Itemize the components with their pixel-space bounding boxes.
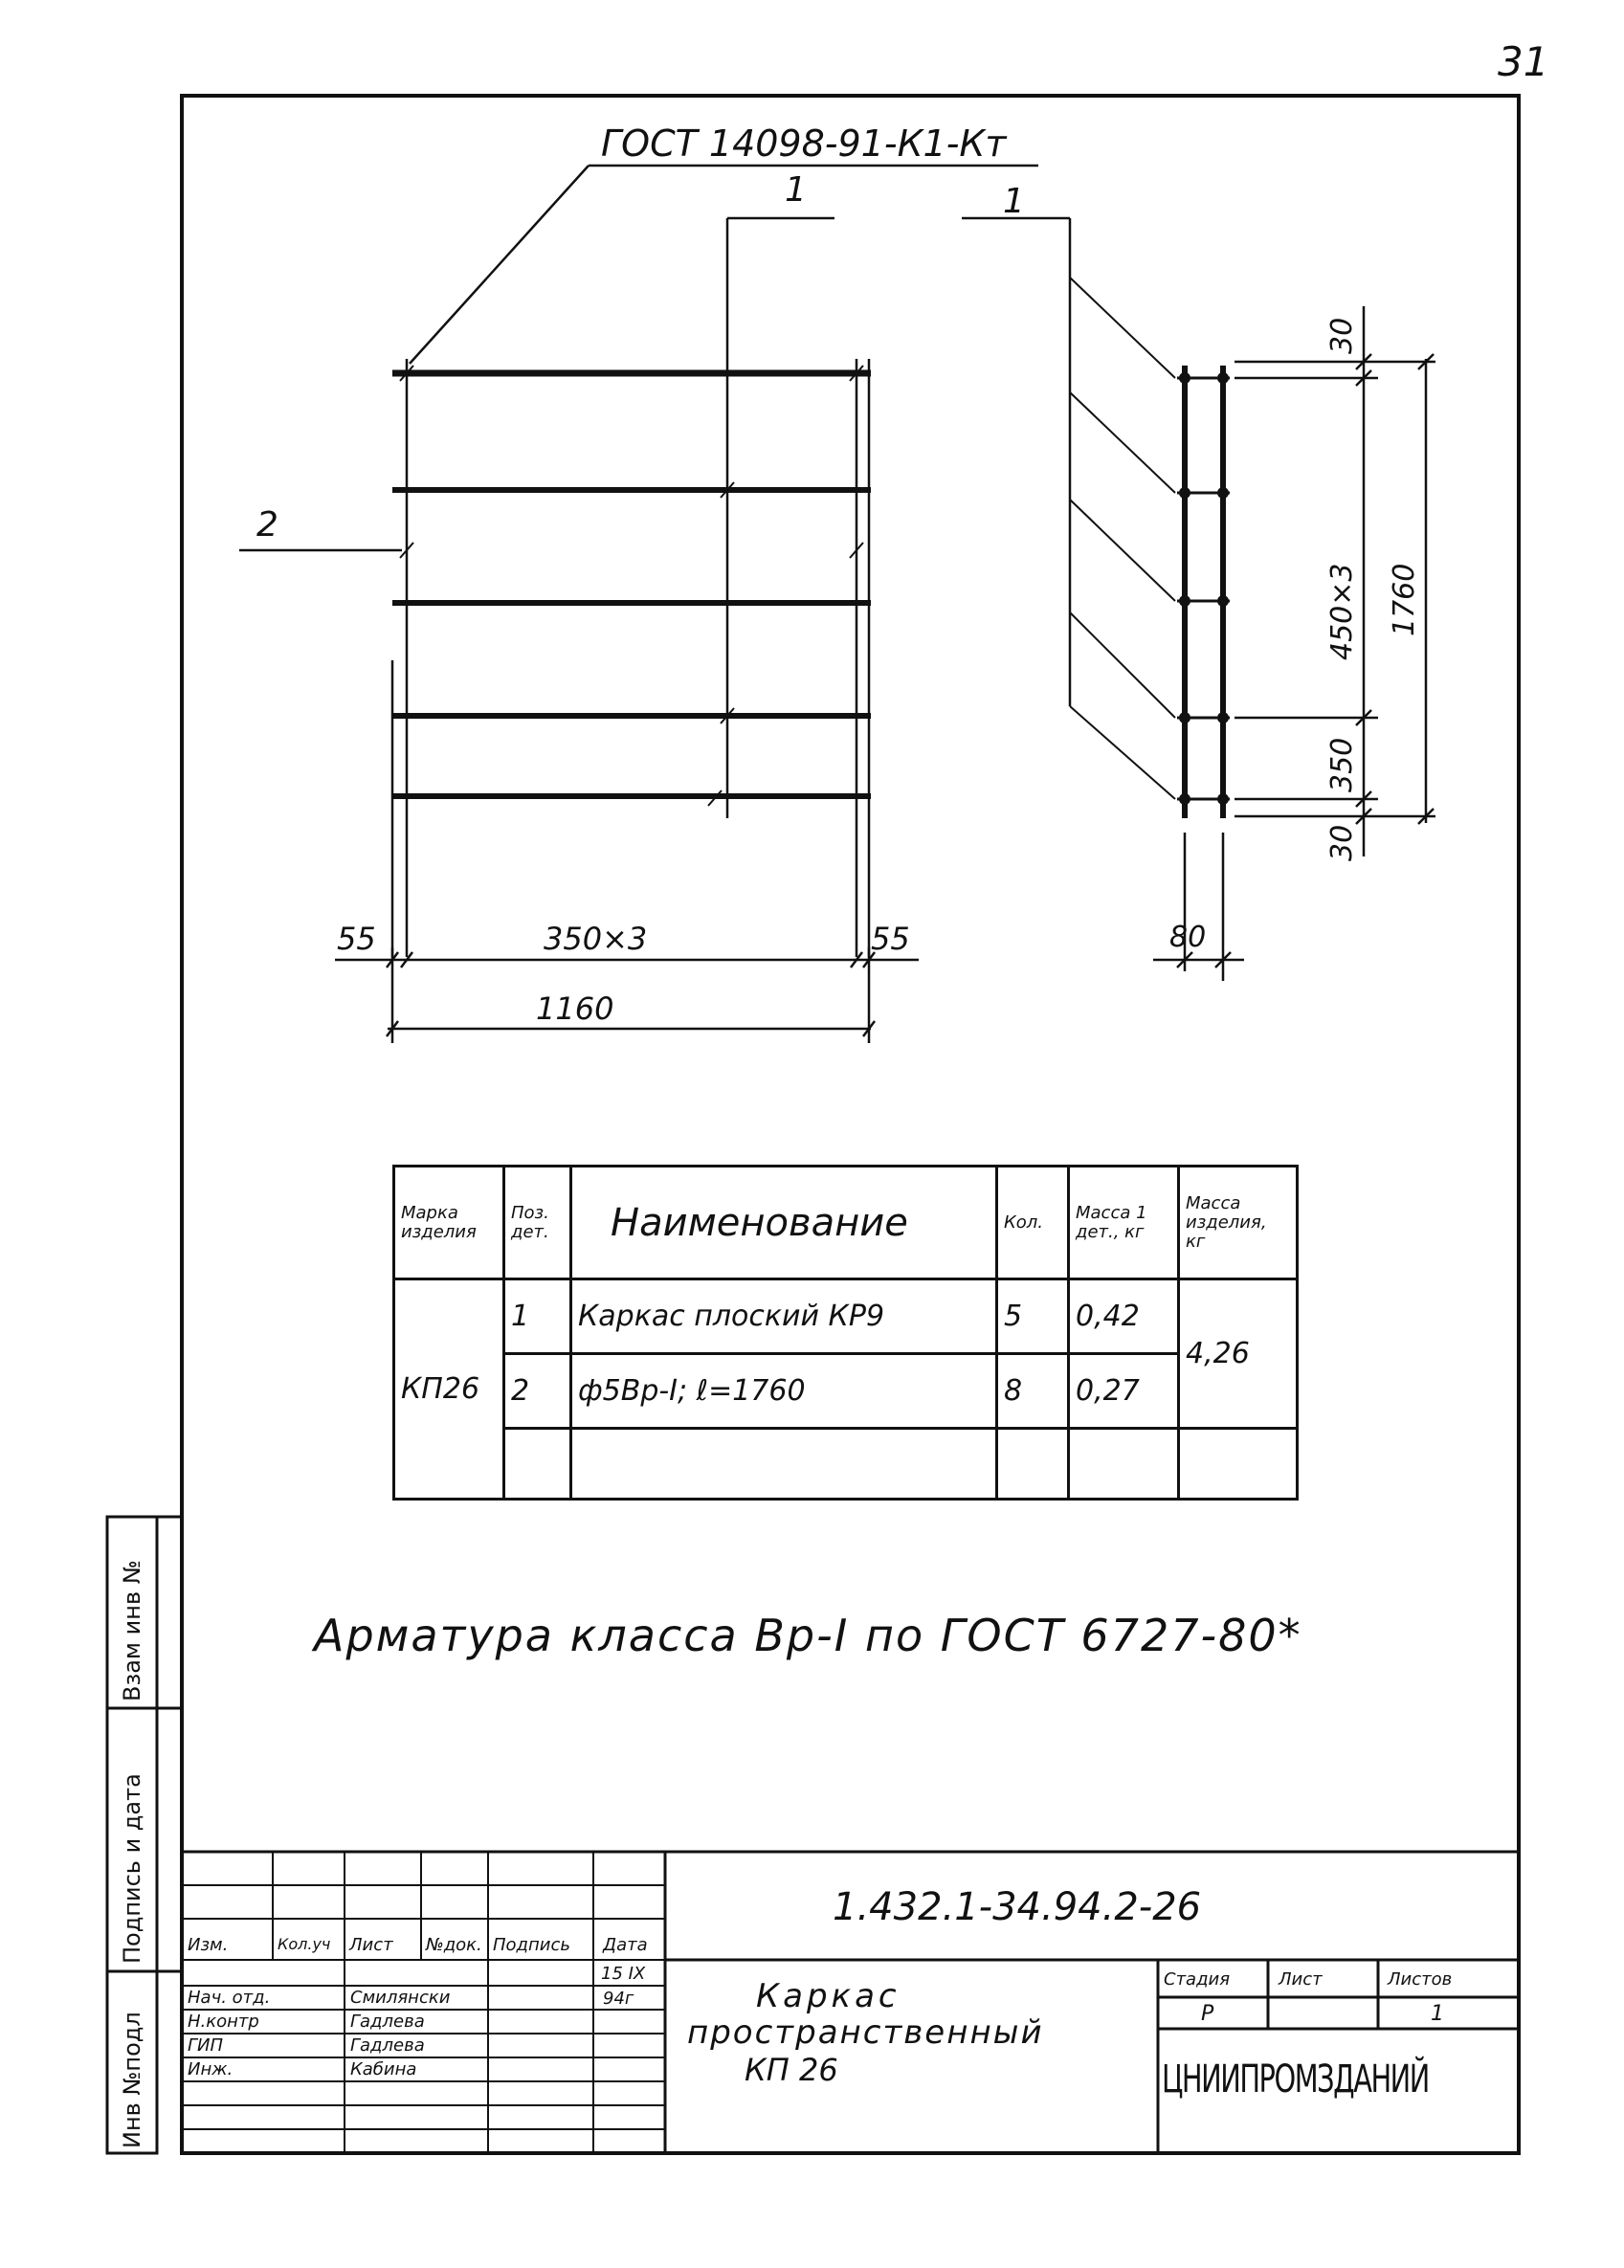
dim-1760: 1760 <box>1388 563 1421 636</box>
table-row: 2 ф5Вр-I; ℓ=1760 8 0,27 <box>394 1352 1298 1430</box>
section-mark-top: 1 <box>785 170 807 210</box>
dim-80: 80 <box>1169 921 1207 954</box>
date-line-1: 15 IX <box>601 1964 646 1984</box>
sheet-label: Лист <box>1279 1969 1323 1990</box>
side-view <box>1069 277 1230 818</box>
cell-pos: 2 <box>502 1352 572 1430</box>
title-line-1: Каркас <box>756 1977 901 2015</box>
stamp-vzam-inv: Взам инв № <box>119 1560 145 1701</box>
table-row-empty <box>394 1427 1299 1501</box>
header-qty: Кол. <box>995 1165 1070 1280</box>
name-gip: Гадлева <box>350 2035 425 2056</box>
cell-name: ф5Вр-I; ℓ=1760 <box>569 1352 998 1430</box>
cell-mark: КП26 <box>392 1278 505 1501</box>
gost-leader <box>409 164 1038 365</box>
role-gip: ГИП <box>188 2035 224 2056</box>
cell-name: Каркас плоский КР9 <box>569 1278 998 1355</box>
front-view <box>390 359 871 957</box>
stamp-inv-podl: Инв №подл <box>119 2012 145 2148</box>
title-block-frame <box>182 1850 1519 2153</box>
header-mass-item: Масса изделия, кг <box>1177 1165 1299 1280</box>
sheets-label: Листов <box>1388 1969 1453 1990</box>
col-kol-uch: Кол.уч <box>278 1935 331 1953</box>
section-line-top <box>725 216 834 818</box>
doc-code: 1.432.1-34.94.2-26 <box>833 1885 1202 1929</box>
header-name: Наименование <box>569 1165 998 1280</box>
dim-450x3: 450×3 <box>1325 563 1359 660</box>
header-mark: Марка изделия <box>392 1165 505 1280</box>
cell-mass-item: 4,26 <box>1177 1278 1299 1430</box>
table-header-row: Марка изделия Поз. дет. Наименование Кол… <box>392 1165 1299 1280</box>
cell-mass: 0,42 <box>1067 1278 1180 1355</box>
cell-pos: 1 <box>502 1278 572 1355</box>
table-row: КП26 1 Каркас плоский КР9 5 0,42 4,26 <box>392 1278 1299 1501</box>
dim-350: 350 <box>1325 737 1359 792</box>
stage-label: Стадия <box>1164 1969 1231 1990</box>
col-izm: Изм. <box>188 1935 229 1955</box>
section-mark-right: 1 <box>1003 182 1025 221</box>
reinforcement-note: Арматура класса Вр-I по ГОСТ 6727-80* <box>314 1610 1302 1661</box>
position-2-label: 2 <box>256 505 278 545</box>
col-data: Дата <box>603 1935 648 1955</box>
section-leader-right <box>962 216 1072 706</box>
stage-value: Р <box>1201 2002 1214 2026</box>
title-line-2: пространственный <box>687 2013 1044 2052</box>
dim-span: 350×3 <box>544 921 648 957</box>
gost-label: ГОСТ 14098-91-К1-Кт <box>601 122 1007 165</box>
sheet-frame <box>180 94 1521 2155</box>
title-line-3: КП 26 <box>745 2052 838 2088</box>
cell-mass: 0,27 <box>1067 1352 1180 1430</box>
page-number: 31 <box>1498 38 1549 85</box>
side-dimensions <box>1153 306 1435 981</box>
col-podpis: Подпись <box>493 1935 570 1955</box>
dim-right-55: 55 <box>871 921 910 957</box>
role-inzh: Инж. <box>188 2059 234 2079</box>
dim-total-width: 1160 <box>536 990 614 1027</box>
specification-table: Марка изделия Поз. дет. Наименование Кол… <box>392 1165 1299 1501</box>
cell-qty: 5 <box>995 1278 1070 1355</box>
name-n-kontr: Гадлева <box>350 2012 425 2032</box>
side-stamp-frame <box>105 1515 182 2155</box>
dim-30-bottom: 30 <box>1325 824 1359 861</box>
organization-name: ЦНИИПРОМЗДАНИЙ <box>1162 2057 1430 2101</box>
header-pos: Поз. дет. <box>502 1165 572 1280</box>
date-line-2: 94г <box>603 1989 634 2009</box>
col-ndok: №док. <box>426 1935 482 1955</box>
role-n-kontr: Н.контр <box>188 2012 259 2032</box>
name-nach-otd: Смилянски <box>350 1988 451 2008</box>
sheets-value: 1 <box>1431 2002 1444 2026</box>
name-inzh: Кабина <box>350 2059 417 2079</box>
dim-30-top: 30 <box>1325 317 1359 354</box>
cell-qty: 8 <box>995 1352 1070 1430</box>
dim-left-55: 55 <box>337 921 376 957</box>
stamp-podpis-data: Подпись и дата <box>119 1773 145 1964</box>
col-list: Лист <box>349 1935 393 1955</box>
header-mass-part: Масса 1 дет., кг <box>1067 1165 1180 1280</box>
role-nach-otd: Нач. отд. <box>188 1988 271 2008</box>
front-dimensions <box>335 947 919 1043</box>
